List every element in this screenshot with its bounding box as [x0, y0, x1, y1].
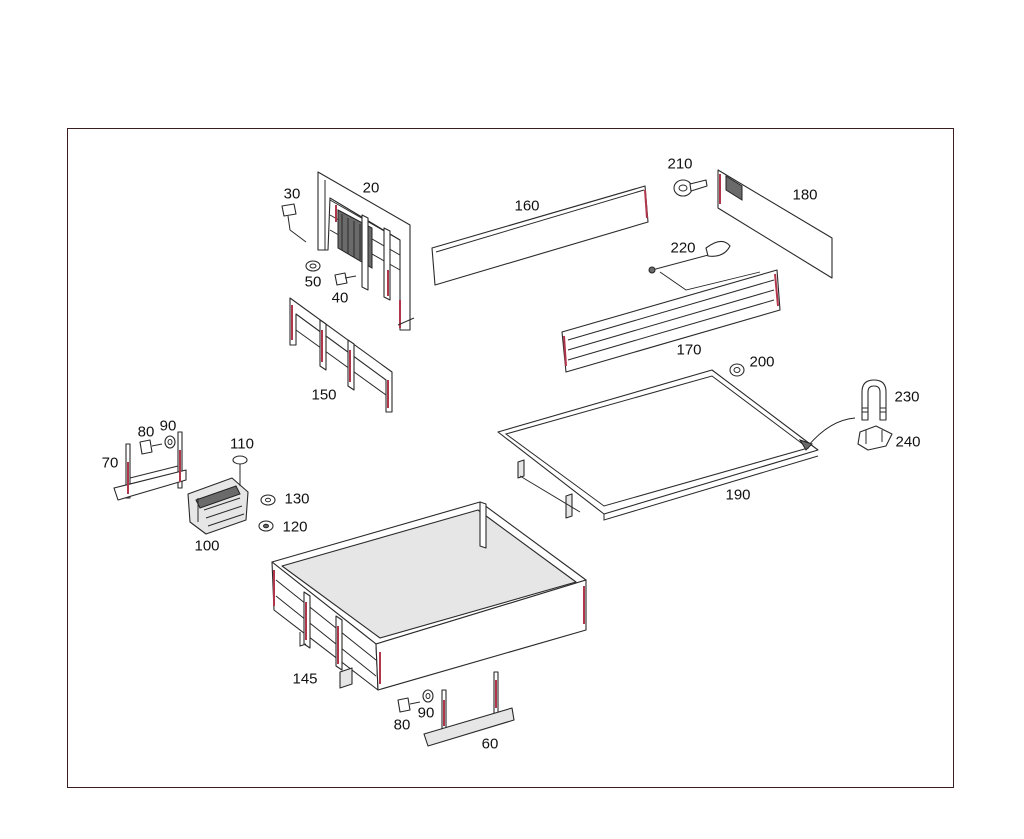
- bolt-80-bottom: [397, 697, 421, 713]
- bracket-100: [187, 477, 249, 535]
- nut-120: [258, 520, 274, 532]
- part-label-60: 60: [481, 735, 499, 753]
- eye-bolt-210: [673, 179, 708, 197]
- part-label-20: 20: [362, 179, 380, 197]
- part-label-200: 200: [749, 353, 775, 371]
- side-panel-160: [431, 185, 649, 286]
- part-label-190: 190: [725, 486, 751, 504]
- washer-90-bottom: [422, 689, 434, 703]
- part-label-230: 230: [894, 388, 920, 406]
- bracket-60: [423, 671, 515, 747]
- part-label-150: 150: [311, 386, 337, 404]
- washer-130: [260, 494, 276, 506]
- washer-90-top: [164, 435, 176, 449]
- side-panel-170: [561, 269, 781, 373]
- end-panel-180: [717, 169, 833, 279]
- part-label-220: 220: [670, 239, 696, 257]
- subframe-190: [497, 369, 856, 521]
- front-rack-part: [289, 297, 393, 413]
- part-label-80-bottom: 80: [393, 716, 411, 734]
- part-label-70: 70: [101, 454, 119, 472]
- diagram-frame: [67, 128, 954, 788]
- part-label-50: 50: [304, 273, 322, 291]
- part-label-100: 100: [194, 537, 220, 555]
- part-label-110: 110: [230, 435, 254, 453]
- part-label-240: 240: [895, 433, 921, 451]
- bracket-70: [113, 431, 187, 501]
- part-label-80-top: 80: [137, 423, 155, 441]
- part-label-30: 30: [283, 185, 301, 203]
- bolt-80-top: [139, 439, 163, 455]
- part-label-90-bottom: 90: [417, 704, 435, 722]
- part-label-130: 130: [284, 490, 310, 508]
- part-label-120: 120: [282, 518, 308, 536]
- nut-50: [305, 260, 321, 272]
- part-label-210: 210: [667, 155, 693, 173]
- bolt-30: [281, 203, 307, 243]
- cable-220: [648, 240, 761, 291]
- bolt-40: [334, 272, 357, 286]
- nut-200: [729, 363, 745, 377]
- headboard-frame-part: [317, 171, 415, 331]
- clamp-240: [857, 425, 893, 451]
- cargo-box-145: [271, 501, 587, 691]
- part-label-170: 170: [676, 341, 702, 359]
- part-label-160: 160: [514, 197, 540, 215]
- bolt-110: [232, 455, 248, 486]
- part-label-145: 145: [292, 670, 318, 688]
- part-label-180: 180: [792, 186, 818, 204]
- part-label-40: 40: [331, 289, 349, 307]
- part-label-90-top: 90: [159, 417, 177, 435]
- u-bolt-230: [861, 379, 887, 421]
